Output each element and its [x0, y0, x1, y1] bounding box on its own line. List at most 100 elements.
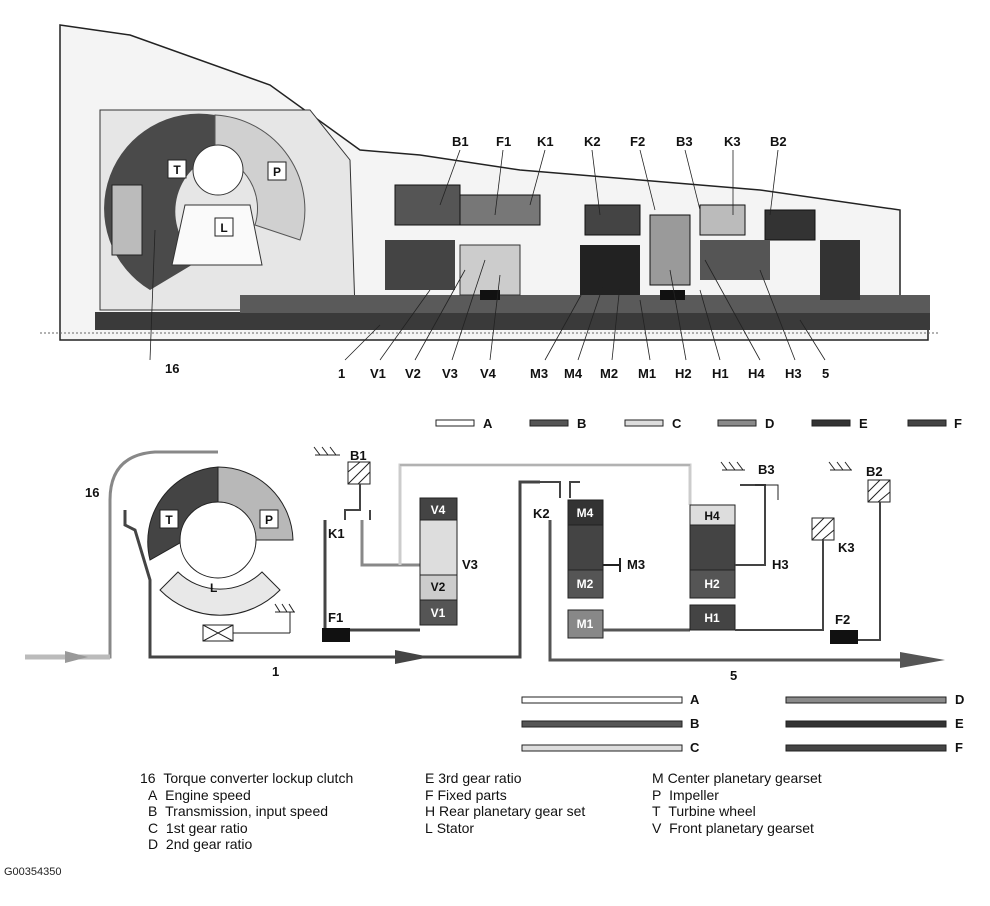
callout-1-top: 1 [338, 366, 345, 381]
callout-f1: F1 [496, 134, 511, 149]
schem-label-b3: B3 [758, 462, 775, 477]
callout-f2: F2 [630, 134, 645, 149]
legend-column-1: 16 Torque converter lockup clutch A Engi… [140, 770, 353, 853]
schem-label-f1: F1 [328, 610, 343, 625]
key-f: F [954, 416, 962, 431]
schem-label-k1: K1 [328, 526, 345, 541]
key2-c: C [690, 740, 700, 755]
section-label-p: P [273, 165, 281, 179]
legend-item-16: 16 Torque converter lockup clutch [140, 770, 353, 787]
schem-label-l: L [210, 581, 217, 595]
callout-k2: K2 [584, 134, 601, 149]
callout-h3-top: H3 [785, 366, 802, 381]
schem-label-v3: V3 [462, 557, 478, 572]
callout-k1: K1 [537, 134, 554, 149]
legend-code: C [148, 819, 159, 836]
schem-label-p: P [265, 513, 273, 527]
callout-m1-top: M1 [638, 366, 656, 381]
schem-label-v2: V2 [431, 580, 446, 594]
schem-label-v4: V4 [431, 503, 446, 517]
figure-code: G00354350 [4, 866, 62, 878]
schem-label-f2: F2 [835, 612, 850, 627]
key2-d: D [955, 692, 964, 707]
legend-item-v: V Front planetary gearset [652, 820, 822, 837]
key2-a: A [690, 692, 700, 707]
legend-item-f: F Fixed parts [425, 787, 585, 804]
schem-label-k3: K3 [838, 540, 855, 555]
schem-label-h3: H3 [772, 557, 789, 572]
legend-item-p: P Impeller [652, 787, 822, 804]
legend-item-e: E 3rd gear ratio [425, 770, 585, 787]
callout-v2-top: V2 [405, 366, 421, 381]
schem-label-5: 5 [730, 668, 737, 683]
schem-label-t: T [165, 513, 173, 527]
schem-label-m2: M2 [577, 577, 594, 591]
callout-v1-top: V1 [370, 366, 386, 381]
key-a: A [483, 416, 493, 431]
callout-m2-top: M2 [600, 366, 618, 381]
legend-code: F [425, 786, 434, 803]
legend-code: D [148, 836, 159, 852]
key-d: D [765, 416, 774, 431]
callout-b1: B1 [452, 134, 469, 149]
section-label-t: T [173, 163, 181, 177]
line-key-row: A B C D E F [435, 416, 962, 431]
legend-text: 3rd gear ratio [438, 770, 522, 786]
callout-h2-top: H2 [675, 366, 692, 381]
callout-k3: K3 [724, 134, 741, 149]
key-e: E [859, 416, 868, 431]
callout-5-top: 5 [822, 366, 829, 381]
schem-label-h1: H1 [704, 611, 720, 625]
legend-code: 16 [140, 770, 156, 786]
schem-label-16: 16 [85, 485, 99, 500]
legend-code: V [652, 819, 662, 836]
legend-text: 1st gear ratio [165, 819, 248, 836]
legend-text: 2nd gear ratio [165, 836, 253, 852]
legend-item-m: M Center planetary gearset [652, 770, 822, 787]
legend-text: Impeller [669, 786, 719, 803]
schematic-drawing: T P L 1 B1 K1 V3 F1 V4 V2 V1 [25, 446, 945, 683]
legend-code: T [652, 803, 661, 819]
schem-label-v1: V1 [431, 606, 446, 620]
callout-16-top: 16 [165, 361, 179, 376]
legend-text: Engine speed [165, 786, 251, 803]
legend-column-3: M Center planetary gearset P Impeller T … [652, 770, 822, 836]
key-c: C [672, 416, 682, 431]
legend-text: Rear planetary gear set [439, 803, 586, 819]
key2-e: E [955, 716, 964, 731]
legend-text: Turbine wheel [668, 803, 756, 819]
schem-label-1: 1 [272, 664, 279, 679]
legend-item-h: H Rear planetary gear set [425, 803, 585, 820]
legend-item-b: B Transmission, input speed [140, 803, 353, 820]
schem-label-b2: B2 [866, 464, 883, 479]
legend-text: Front planetary gearset [669, 819, 814, 836]
section-label-l: L [220, 221, 227, 235]
schem-label-m3: M3 [627, 557, 645, 572]
legend-column-2: E 3rd gear ratio F Fixed parts H Rear pl… [425, 770, 585, 836]
legend-item-d: D 2nd gear ratio [140, 836, 353, 853]
legend-text: Center planetary gearset [667, 770, 822, 786]
callout-h4-top: H4 [748, 366, 765, 381]
legend-text: Stator [436, 819, 475, 836]
legend-text: Torque converter lockup clutch [163, 770, 354, 786]
legend-item-c: C 1st gear ratio [140, 820, 353, 837]
schem-label-h2: H2 [704, 577, 720, 591]
key2-f: F [955, 740, 963, 755]
schem-label-h4: H4 [704, 509, 720, 523]
schem-label-m1: M1 [577, 617, 594, 631]
key2-b: B [690, 716, 699, 731]
callout-m4-top: M4 [564, 366, 583, 381]
schem-label-b1: B1 [350, 448, 367, 463]
callout-h1-top: H1 [712, 366, 729, 381]
legend-item-a: A Engine speed [140, 787, 353, 804]
legend-text: Fixed parts [437, 786, 507, 803]
legend-code: P [652, 786, 662, 803]
legend-code: L [425, 819, 433, 836]
callout-v4-top: V4 [480, 366, 497, 381]
lower-line-key: A B C D E F [521, 692, 964, 755]
key-b: B [577, 416, 586, 431]
callout-v3-top: V3 [442, 366, 458, 381]
schem-label-m4: M4 [577, 506, 594, 520]
legend-item-l: L Stator [425, 820, 585, 837]
